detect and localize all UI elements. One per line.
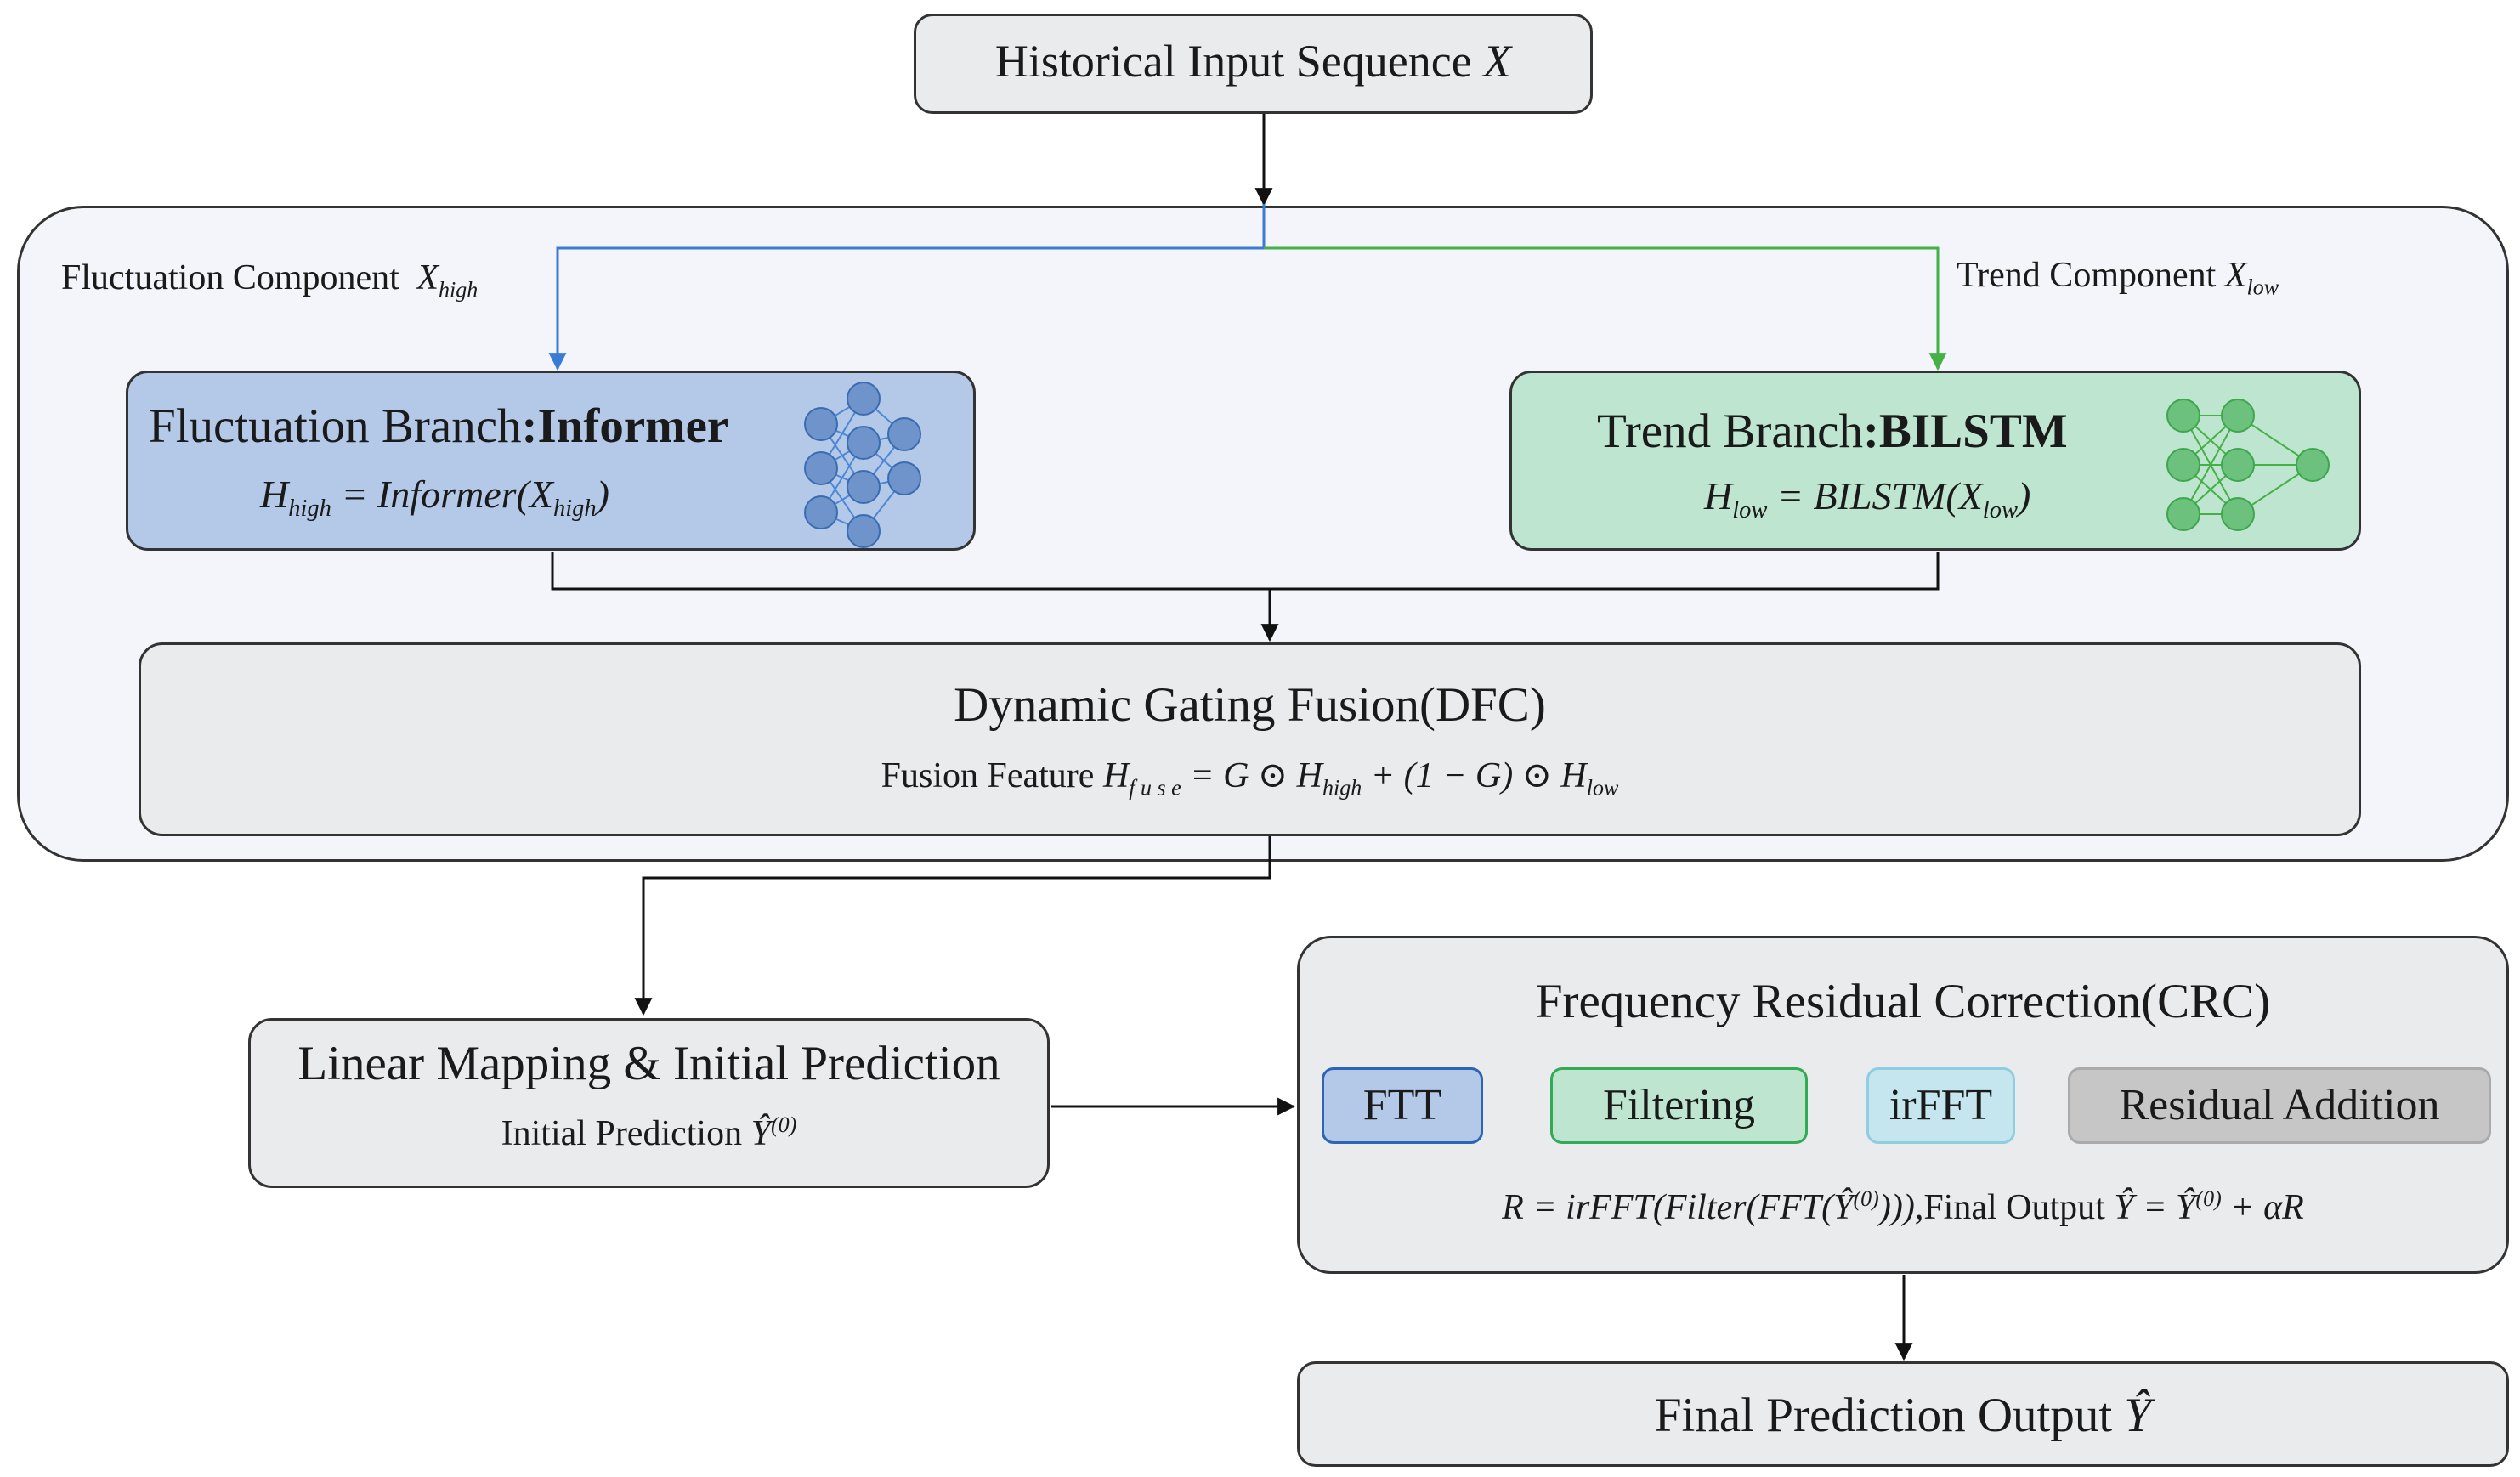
step-residual-addition: Residual Addition: [2068, 1067, 2491, 1144]
step-irfft: irFFT: [1866, 1067, 2015, 1144]
neural-network-icon: [2166, 399, 2330, 531]
fusion-title: Dynamic Gating Fusion(DFC): [954, 678, 1546, 732]
correction-formula: R = irFFT(Filter(FFT(Ŷ(0)))),Final Outpu…: [1502, 1186, 2304, 1227]
step-ftt: FTT: [1322, 1067, 1483, 1144]
initial-prediction-label: Initial Prediction Ŷ(0): [501, 1112, 797, 1153]
input-box: Historical Input Sequence X: [914, 14, 1593, 114]
arrow-to-trend: [1264, 246, 1947, 371]
fluctuation-branch-model: :Informer: [521, 399, 729, 453]
fluctuation-component-label: Fluctuation Component Xhigh: [61, 257, 478, 303]
trend-component-label: Trend Component Xlow: [1957, 255, 2279, 300]
trend-component-text: Trend Component: [1957, 256, 2217, 295]
step-filtering: Filtering: [1550, 1067, 1808, 1144]
fusion-feature-label: Fusion Feature: [881, 756, 1095, 795]
fusion-formula: Fusion Feature Hf u s e = G ⊙ Hhigh + (1…: [881, 756, 1619, 801]
trend-branch-model: :BILSTM: [1862, 405, 2068, 458]
trend-branch-formula: Hlow = BILSTM(Xlow): [1704, 474, 2031, 524]
fluctuation-branch-box: Fluctuation Branch:Informer Hhigh = Info…: [126, 371, 976, 551]
final-output-box: Final Prediction Output Ŷ: [1297, 1361, 2509, 1467]
input-symbol: X: [1483, 36, 1512, 87]
fusion-box: Dynamic Gating Fusion(DFC) Fusion Featur…: [139, 642, 2361, 836]
fluctuation-symbol: X: [416, 258, 439, 297]
fluctuation-sub: high: [438, 277, 479, 303]
fluctuation-branch-title: Fluctuation Branch:Informer: [149, 399, 728, 454]
final-output-label: Final Prediction Output Ŷ: [1654, 1389, 2152, 1442]
trend-sub: low: [2246, 274, 2279, 300]
linear-mapping-title: Linear Mapping & Initial Prediction: [297, 1037, 1000, 1090]
trend-symbol: X: [2224, 256, 2247, 295]
neural-network-icon: [804, 382, 921, 548]
fluctuation-component-text: Fluctuation Component: [61, 258, 399, 297]
arrow-to-fluctuation: [548, 246, 1264, 371]
trend-branch-title: Trend Branch:BILSTM: [1597, 404, 2068, 459]
trend-branch-box: Trend Branch:BILSTM Hlow = BILSTM(Xlow): [1509, 371, 2361, 551]
arrow-fusion-to-linear: [634, 836, 1271, 1016]
correction-title: Frequency Residual Correction(CRC): [1535, 975, 2271, 1028]
correction-box: Frequency Residual Correction(CRC) FTT F…: [1297, 936, 2509, 1274]
fluctuation-branch-formula: Hhigh = Informer(Xhigh): [260, 473, 609, 523]
linear-mapping-box: Linear Mapping & Initial Prediction Init…: [248, 1018, 1050, 1188]
fluctuation-branch-prefix: Fluctuation Branch: [149, 399, 522, 453]
input-text: Historical Input Sequence: [994, 36, 1472, 87]
trend-branch-prefix: Trend Branch: [1597, 405, 1863, 458]
input-label: Historical Input Sequence X: [916, 35, 1590, 88]
